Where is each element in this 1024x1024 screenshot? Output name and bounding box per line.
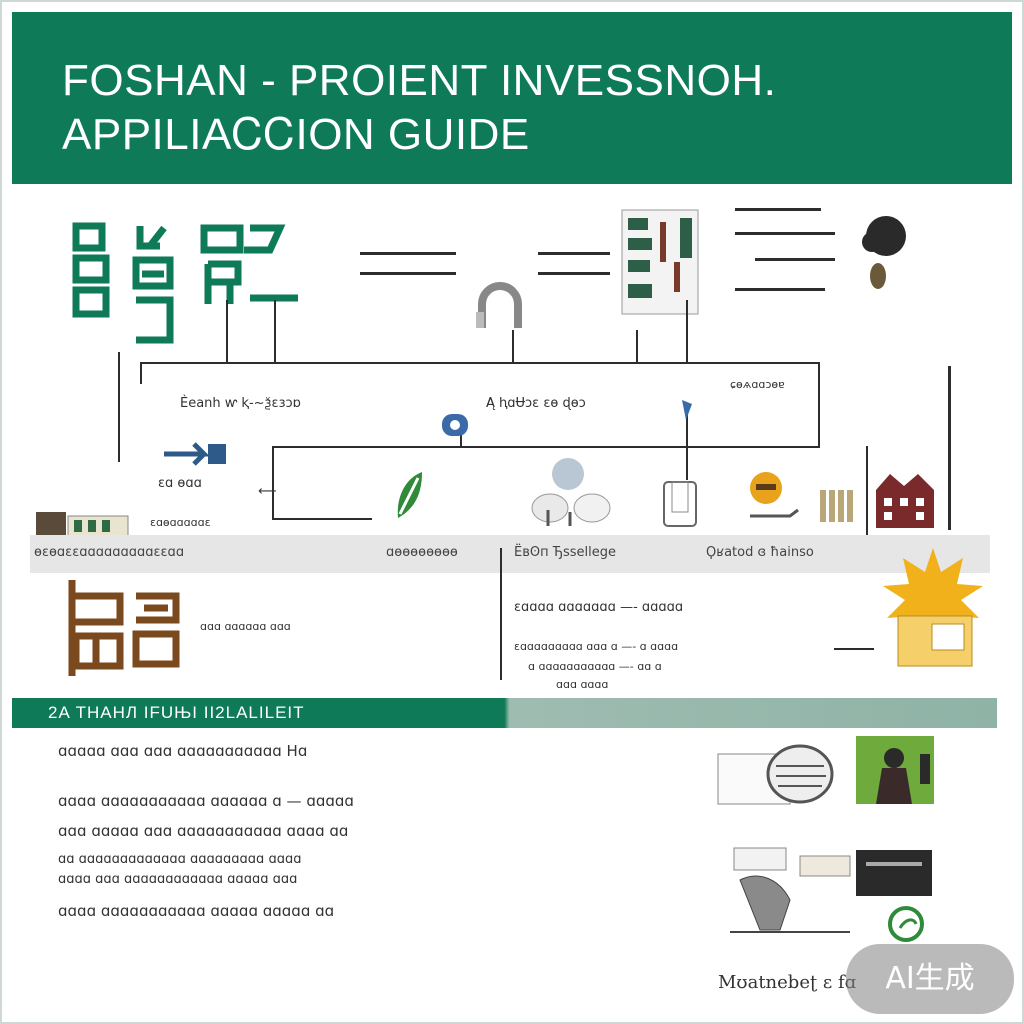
flow-line xyxy=(226,300,228,364)
paragraph-3: ɑɑɑ ɑɑɑɑɑ ɑɑɑ ɑɑɑɑɑɑɑɑɑɑɑ ɑɑɑɑ ɑɑ xyxy=(58,822,349,840)
coin-icon xyxy=(750,472,799,518)
paragraph-6: ɑɑɑɑ ɑɑɑɑɑɑɑɑɑɑɑ ɑɑɑɑɑ ɑɑɑɑɑ ɑɑ xyxy=(58,902,335,920)
dash xyxy=(538,252,610,255)
flow-line xyxy=(636,330,638,364)
machine-icon xyxy=(730,847,851,933)
lower-flow-row4: ɑɑɑ ɑɑɑɑ xyxy=(556,678,609,691)
flow-line xyxy=(272,446,274,520)
jar-icon xyxy=(663,481,697,527)
books-icon xyxy=(820,490,853,522)
flow-line xyxy=(118,352,120,462)
lower-flow-row3: ɑ ɑɑɑɑɑɑɑɑɑɑɑ —- ɑɑ ɑ xyxy=(528,660,662,673)
page-title-line2: APPILIAᏟᏟION GUIDE xyxy=(62,110,530,159)
paragraph-4: ɑɑ ɑɑɑɑɑɑɑɑɑɑɑɑɑ ɑɑɑɑɑɑɑɑɑ ɑɑɑɑ xyxy=(58,852,302,867)
footer-caption: Мʊаtnеbеʈ ɛ fɑ xyxy=(718,972,857,993)
flow-line xyxy=(686,410,688,480)
paper-roll-icon xyxy=(717,744,834,805)
sun-burst-icon xyxy=(883,548,983,667)
arrow-sign-icon xyxy=(164,442,226,466)
band-cell-2: ɑɵɵɵɵɵɵɵɵ xyxy=(386,545,458,560)
flow-line xyxy=(686,300,688,364)
glyph-logo-icon xyxy=(72,222,298,344)
pin-icon xyxy=(442,414,468,436)
leaf-small-icon xyxy=(888,906,924,942)
paragraph-2: ɑɑɑɑ ɑɑɑɑɑɑɑɑɑɑɑ ɑɑɑɑɑɑ ɑ — ɑɑɑɑɑ xyxy=(58,792,354,810)
flow-line xyxy=(460,430,462,448)
dash xyxy=(755,258,835,261)
flow-label-left: Ѐeanh ⱳ ⱪ-~ѯɛɜɔɒ xyxy=(180,396,301,411)
lower-flow-row2: ɛɑɑɑɑɑɑɑɑɑ ɑɑɑ ɑ —- ɑ ɑɑɑɑ xyxy=(514,640,679,653)
lower-left-caption: ɑɑɑ ɑɑɑɑɑɑ ɑɑɑ xyxy=(200,620,291,633)
page-title-line1: FOSHAN - PROIENT INVESSNOH. xyxy=(62,56,777,105)
band-cell-3: Ёвʘп Ђѕѕеllеge xyxy=(514,545,616,560)
band-cell-1: ɵɛɵɑɛɛɑɑɑɑɑɑɑɑɑɛɛɑɑ xyxy=(34,545,185,560)
flow-line xyxy=(272,518,372,520)
dash xyxy=(735,288,825,291)
pen-icon xyxy=(682,400,692,420)
flow-line xyxy=(818,362,820,446)
brown-glyph-icon xyxy=(68,580,180,676)
flow-label-center: Ą ⱨɑɄɔɛ ɛɵ ɖɵɔ xyxy=(486,396,586,411)
person-photo-icon xyxy=(856,736,934,804)
band-cell-4: Ϙʁаtоd ɞ ħаіnѕо xyxy=(706,545,814,560)
section-title: 2A ТНАНЛ ІFUЊІ ІІ2LАLІLЕІТ xyxy=(48,703,305,722)
header-banner: FOSHAN - PROIENT INVESSNOH. APPILIAᏟᏟION… xyxy=(12,12,1012,184)
paragraph-5: ɑɑɑɑ ɑɑɑ ɑɑɑɑɑɑɑɑɑɑɑɑ ɑɑɑɑɑ ɑɑɑ xyxy=(58,872,298,887)
dash xyxy=(735,232,835,235)
category-band: ɵɛɵɑɛɛɑɑɑɑɑɑɑɑɑɛɛɑɑ ɑɵɵɵɵɵɵɵɵ Ёвʘп Ђѕѕеl… xyxy=(30,535,990,573)
flow-line xyxy=(272,446,820,448)
factory-icon xyxy=(36,512,129,536)
dash xyxy=(360,252,456,255)
tree-icon xyxy=(862,216,906,289)
left-box-label: ɛɑ ɵɑɑ xyxy=(158,476,202,491)
flow-line xyxy=(866,446,868,546)
ai-generated-badge: AI生成 xyxy=(846,944,1014,1014)
left-box-sub: ɛɑɵɑɑɑɑɑɛ xyxy=(150,516,211,529)
people-icon xyxy=(531,458,611,526)
lower-flow-row1: ɛɑɑɑɑ ɑɑɑɑɑɑɑ —- ɑɑɑɑɑ xyxy=(514,600,684,615)
flow-line xyxy=(948,366,951,530)
building-icon xyxy=(876,474,934,528)
flow-label-right: ɕɵѧɑɑɔɵɐ xyxy=(730,378,785,391)
flow-line xyxy=(512,330,514,364)
arch-icon xyxy=(476,282,522,328)
monitor-icon xyxy=(856,850,932,896)
section-header-bar: 2A ТНАНЛ ІFUЊІ ІІ2LАLІLЕІТ xyxy=(12,698,997,728)
document-icon xyxy=(621,209,699,315)
dash xyxy=(538,272,610,275)
dash xyxy=(360,272,456,275)
leaf-icon xyxy=(397,472,422,518)
lower-flow-line xyxy=(500,548,502,680)
dash xyxy=(735,208,821,211)
arrow-small: ⟵ xyxy=(258,484,277,499)
flow-line xyxy=(140,362,142,384)
paragraph-1: ɑɑɑɑɑ ɑɑɑ ɑɑɑ ɑɑɑɑɑɑɑɑɑɑɑ Hɑ xyxy=(58,742,308,760)
flow-line xyxy=(274,300,276,364)
flow-line xyxy=(140,362,820,364)
lower-flow-line xyxy=(834,648,874,650)
